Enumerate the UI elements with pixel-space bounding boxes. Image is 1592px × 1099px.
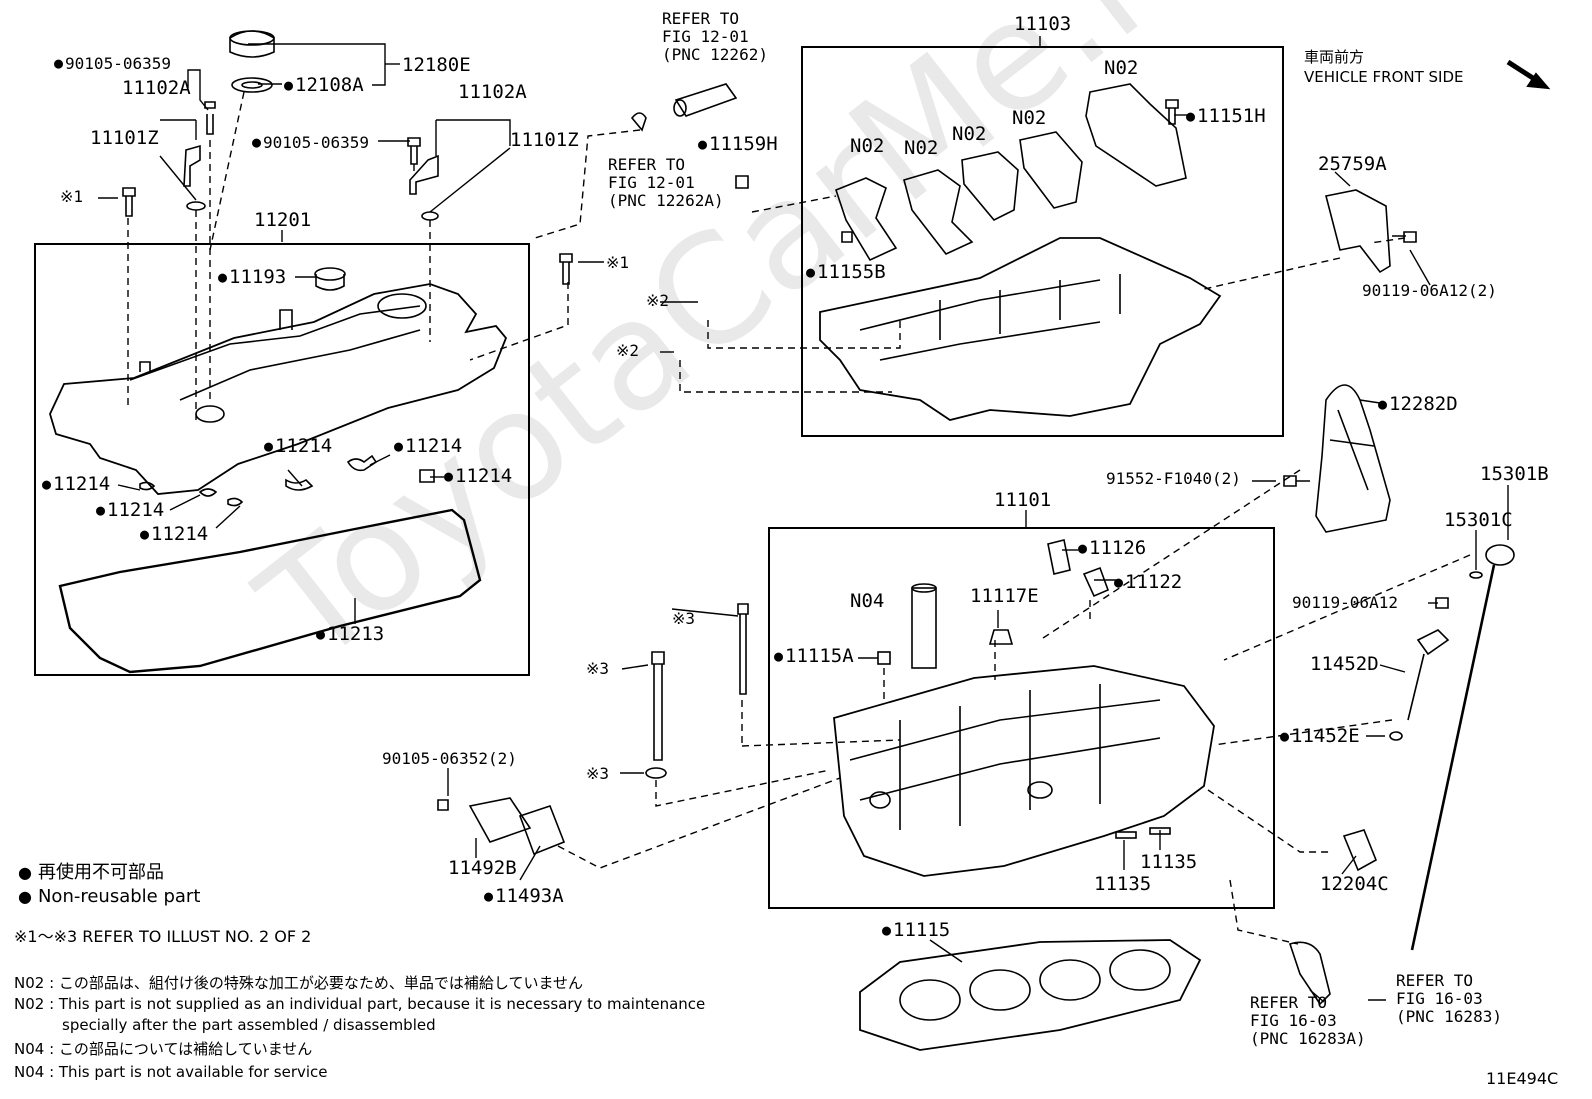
reference-line: REFER TO bbox=[1396, 971, 1474, 990]
part-label[interactable]: 90119-06A12(2) bbox=[1362, 281, 1497, 300]
right-side-parts bbox=[1283, 384, 1515, 1006]
reference-note: REFER TO FIG 16-03 (PNC 16283A) bbox=[1250, 994, 1366, 1048]
assembly-lines bbox=[127, 91, 1471, 945]
part-label[interactable]: 11102A bbox=[458, 81, 527, 103]
part-label[interactable]: N04 bbox=[850, 590, 885, 612]
part-label[interactable]: 11452E bbox=[1280, 726, 1360, 746]
reference-line: REFER TO bbox=[662, 9, 740, 28]
part-label[interactable]: 12282D bbox=[1378, 394, 1458, 414]
reference-note: REFER TO FIG 16-03 (PNC 16283) bbox=[1396, 972, 1502, 1026]
note-n02-en-cont: specially after the part assembled / dis… bbox=[62, 1016, 436, 1034]
refer-mark: ※2 bbox=[646, 291, 670, 310]
part-label[interactable]: 11101Z bbox=[90, 127, 159, 149]
part-label[interactable]: 15301C bbox=[1444, 509, 1513, 531]
reference-line: FIG 12-01 bbox=[662, 27, 749, 46]
part-label[interactable]: 12180E bbox=[402, 54, 471, 76]
front-direction-en: VEHICLE FRONT SIDE bbox=[1304, 68, 1464, 86]
diagram-code: 11E494C bbox=[1486, 1069, 1559, 1088]
refer-mark: ※3 bbox=[586, 659, 610, 678]
vehicle-front-arrow bbox=[1506, 59, 1551, 90]
leader-lines bbox=[98, 36, 1509, 1003]
part-label[interactable]: 11135 bbox=[1140, 851, 1198, 873]
part-label[interactable]: 11214 bbox=[96, 500, 164, 520]
refer-mark: ※1 bbox=[606, 253, 630, 272]
cylinder-head-frame bbox=[768, 527, 1275, 909]
part-label[interactable]: 11135 bbox=[1094, 873, 1152, 895]
part-label[interactable]: N02 bbox=[1104, 57, 1139, 79]
reference-line: (PNC 12262A) bbox=[608, 191, 724, 210]
reference-line: REFER TO bbox=[1250, 993, 1328, 1012]
note-n02-en: N02 : This part is not supplied as an in… bbox=[14, 995, 706, 1013]
part-label[interactable]: 11155B bbox=[806, 262, 886, 282]
part-label[interactable]: 11214 bbox=[394, 436, 462, 456]
part-label[interactable]: 11115 bbox=[882, 920, 950, 940]
part-label[interactable]: 11214 bbox=[444, 466, 512, 486]
refer-mark: ※3 bbox=[672, 609, 696, 628]
legend-refer-note: ※1～※3 REFER TO ILLUST NO. 2 OF 2 bbox=[14, 927, 312, 946]
part-label[interactable]: 15301B bbox=[1480, 463, 1549, 485]
part-label[interactable]: 90105-06359 bbox=[252, 133, 369, 152]
note-n04-jp: N04 : この部品については補給していません bbox=[14, 1040, 313, 1058]
part-label[interactable]: 11214 bbox=[42, 474, 110, 494]
refer-mark: ※1 bbox=[60, 187, 84, 206]
part-label[interactable]: 11122 bbox=[1114, 572, 1182, 592]
reference-line: FIG 16-03 bbox=[1250, 1011, 1337, 1030]
reference-line: (PNC 12262) bbox=[662, 45, 768, 64]
part-label[interactable]: N02 bbox=[850, 135, 885, 157]
part-label[interactable]: N02 bbox=[1012, 107, 1047, 129]
legend-text: Non-reusable part bbox=[37, 886, 201, 907]
part-label[interactable]: 90105-06352(2) bbox=[382, 749, 517, 768]
refer-mark: ※2 bbox=[616, 341, 640, 360]
cylinder-head-parts bbox=[437, 539, 1215, 1051]
bullet-icon: ● bbox=[18, 863, 32, 882]
legend-non-reusable-jp: ● 再使用不可部品 bbox=[18, 862, 164, 884]
reference-note: REFER TO FIG 12-01 (PNC 12262A) bbox=[608, 156, 724, 210]
part-label[interactable]: 11102A bbox=[122, 77, 191, 99]
part-label[interactable]: 11126 bbox=[1078, 538, 1146, 558]
front-direction-jp: 車両前方 bbox=[1304, 48, 1365, 66]
reference-line: (PNC 16283A) bbox=[1250, 1029, 1366, 1048]
part-label[interactable]: 25759A bbox=[1318, 153, 1387, 175]
reference-line: REFER TO bbox=[608, 155, 686, 174]
part-label[interactable]: 11159H bbox=[698, 134, 778, 154]
part-label[interactable]: 12108A bbox=[284, 75, 364, 95]
part-label[interactable]: 90119-06A12 bbox=[1292, 593, 1398, 612]
part-label[interactable]: 11214 bbox=[264, 436, 332, 456]
part-label[interactable]: 11492B bbox=[448, 857, 517, 879]
legend-non-reusable-en: ● Non-reusable part bbox=[18, 886, 200, 908]
reference-line: FIG 12-01 bbox=[608, 173, 695, 192]
bullet-icon: ● bbox=[18, 887, 32, 906]
camshaft-housing-parts bbox=[630, 83, 1417, 421]
part-label[interactable]: 90105-06359 bbox=[54, 54, 171, 73]
part-label[interactable]: 11115A bbox=[774, 646, 854, 666]
part-label[interactable]: 11213 bbox=[316, 624, 384, 644]
refer-mark: ※3 bbox=[586, 764, 610, 783]
part-label[interactable]: N02 bbox=[904, 137, 939, 159]
part-label[interactable]: 11117E bbox=[970, 585, 1039, 607]
part-label[interactable]: 11101 bbox=[994, 489, 1052, 511]
reference-line: FIG 16-03 bbox=[1396, 989, 1483, 1008]
part-label[interactable]: 12204C bbox=[1320, 873, 1389, 895]
part-label[interactable]: 11101Z bbox=[510, 129, 579, 151]
reference-note: REFER TO FIG 12-01 (PNC 12262) bbox=[662, 10, 768, 64]
camshaft-housing-frame bbox=[801, 46, 1284, 437]
cylinder-head-cover-frame bbox=[34, 243, 530, 676]
reference-line: (PNC 16283) bbox=[1396, 1007, 1502, 1026]
part-label[interactable]: 11214 bbox=[140, 524, 208, 544]
part-label[interactable]: N02 bbox=[952, 123, 987, 145]
cover-assembly-parts bbox=[49, 30, 573, 674]
part-label[interactable]: 11193 bbox=[218, 267, 286, 287]
part-label[interactable]: 91552-F1040(2) bbox=[1106, 469, 1241, 488]
part-label[interactable]: 11151H bbox=[1186, 106, 1266, 126]
part-label[interactable]: 11452D bbox=[1310, 653, 1379, 675]
legend-text: 再使用不可部品 bbox=[37, 862, 164, 883]
note-n04-en: N04 : This part is not available for ser… bbox=[14, 1063, 328, 1081]
note-n02-jp: N02 : この部品は、組付け後の特殊な加工が必要なため、単品では補給していませ… bbox=[14, 974, 584, 992]
part-label[interactable]: 11201 bbox=[254, 209, 312, 231]
part-label[interactable]: 11103 bbox=[1014, 13, 1072, 35]
part-label[interactable]: 11493A bbox=[484, 886, 564, 906]
